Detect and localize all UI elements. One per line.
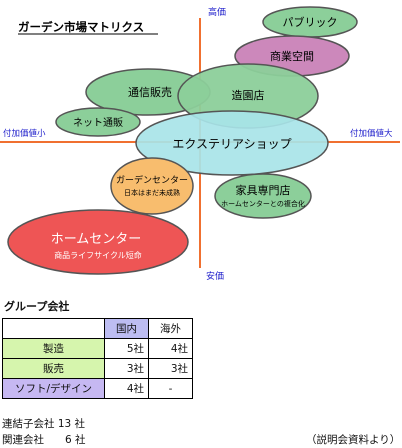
label-mail-order: 通信販売 [128,86,172,99]
axis-label-bottom: 安価 [206,270,224,282]
table-row: 販売 3社 3社 [2,358,193,379]
label-exterior: エクステリアショップ [172,137,291,151]
table-row: ソフト/デザイン 4社 - [2,378,193,399]
axis-label-right: 付加価値大 [350,128,393,139]
group-companies-title: グループ会社 [4,300,70,313]
affiliated-companies: 関連会社 6 社 [2,434,86,446]
cell-software-domestic: 4社 [104,378,149,399]
bubble-garden-center [110,157,194,215]
table-header-row: 国内 海外 [2,318,193,339]
label-furniture: 家具専門店 [236,183,291,197]
cell-sales-domestic: 3社 [104,358,149,379]
label-furniture-sub: ホームセンターとの複合化 [221,199,305,208]
cell-manufacturing-overseas: 4社 [148,338,193,359]
label-garden-center-sub: 日本はまだ未成熟 [124,188,180,197]
label-commercial: 商業空間 [270,49,314,63]
label-online: ネット通販 [73,117,123,129]
cell-sales-overseas: 3社 [148,358,193,379]
bubble-exterior [135,110,329,176]
matrix-title: ガーデン市場マトリクス [18,20,144,34]
label-home-center-sub: 商品ライフサイクル短命 [54,250,142,260]
consolidated-subsidiaries: 連結子会社 13 社 [2,418,86,430]
cell-software-overseas: - [148,378,193,399]
row-label-manufacturing: 製造 [2,338,105,359]
garden-market-matrix: ガーデン市場マトリクス 高価 安価 付加価値小 付加価値大 パブリック 商業空間… [0,6,400,282]
bubble-home-center [7,209,189,275]
label-garden-center: ガーデンセンター [116,174,188,186]
bubble-furniture [214,173,312,219]
label-home-center: ホームセンター [51,232,142,247]
group-companies-table: 国内 海外 製造 5社 4社 販売 3社 3社 ソフト/デザイン 4社 - [2,318,193,399]
header-domestic: 国内 [104,318,149,339]
header-overseas: 海外 [148,318,193,339]
row-label-software-design: ソフト/デザイン [2,378,105,399]
row-label-sales: 販売 [2,358,105,379]
axis-label-left: 付加価値小 [3,128,46,139]
bubble-online [55,107,141,137]
table-row: 製造 5社 4社 [2,338,193,359]
cell-manufacturing-domestic: 5社 [104,338,149,359]
label-public: パブリック [283,15,338,29]
source-note: （説明会資料より） [306,434,401,446]
table-corner-cell [2,318,105,339]
label-landscaping: 造園店 [232,88,265,102]
axis-label-top: 高価 [208,6,226,18]
